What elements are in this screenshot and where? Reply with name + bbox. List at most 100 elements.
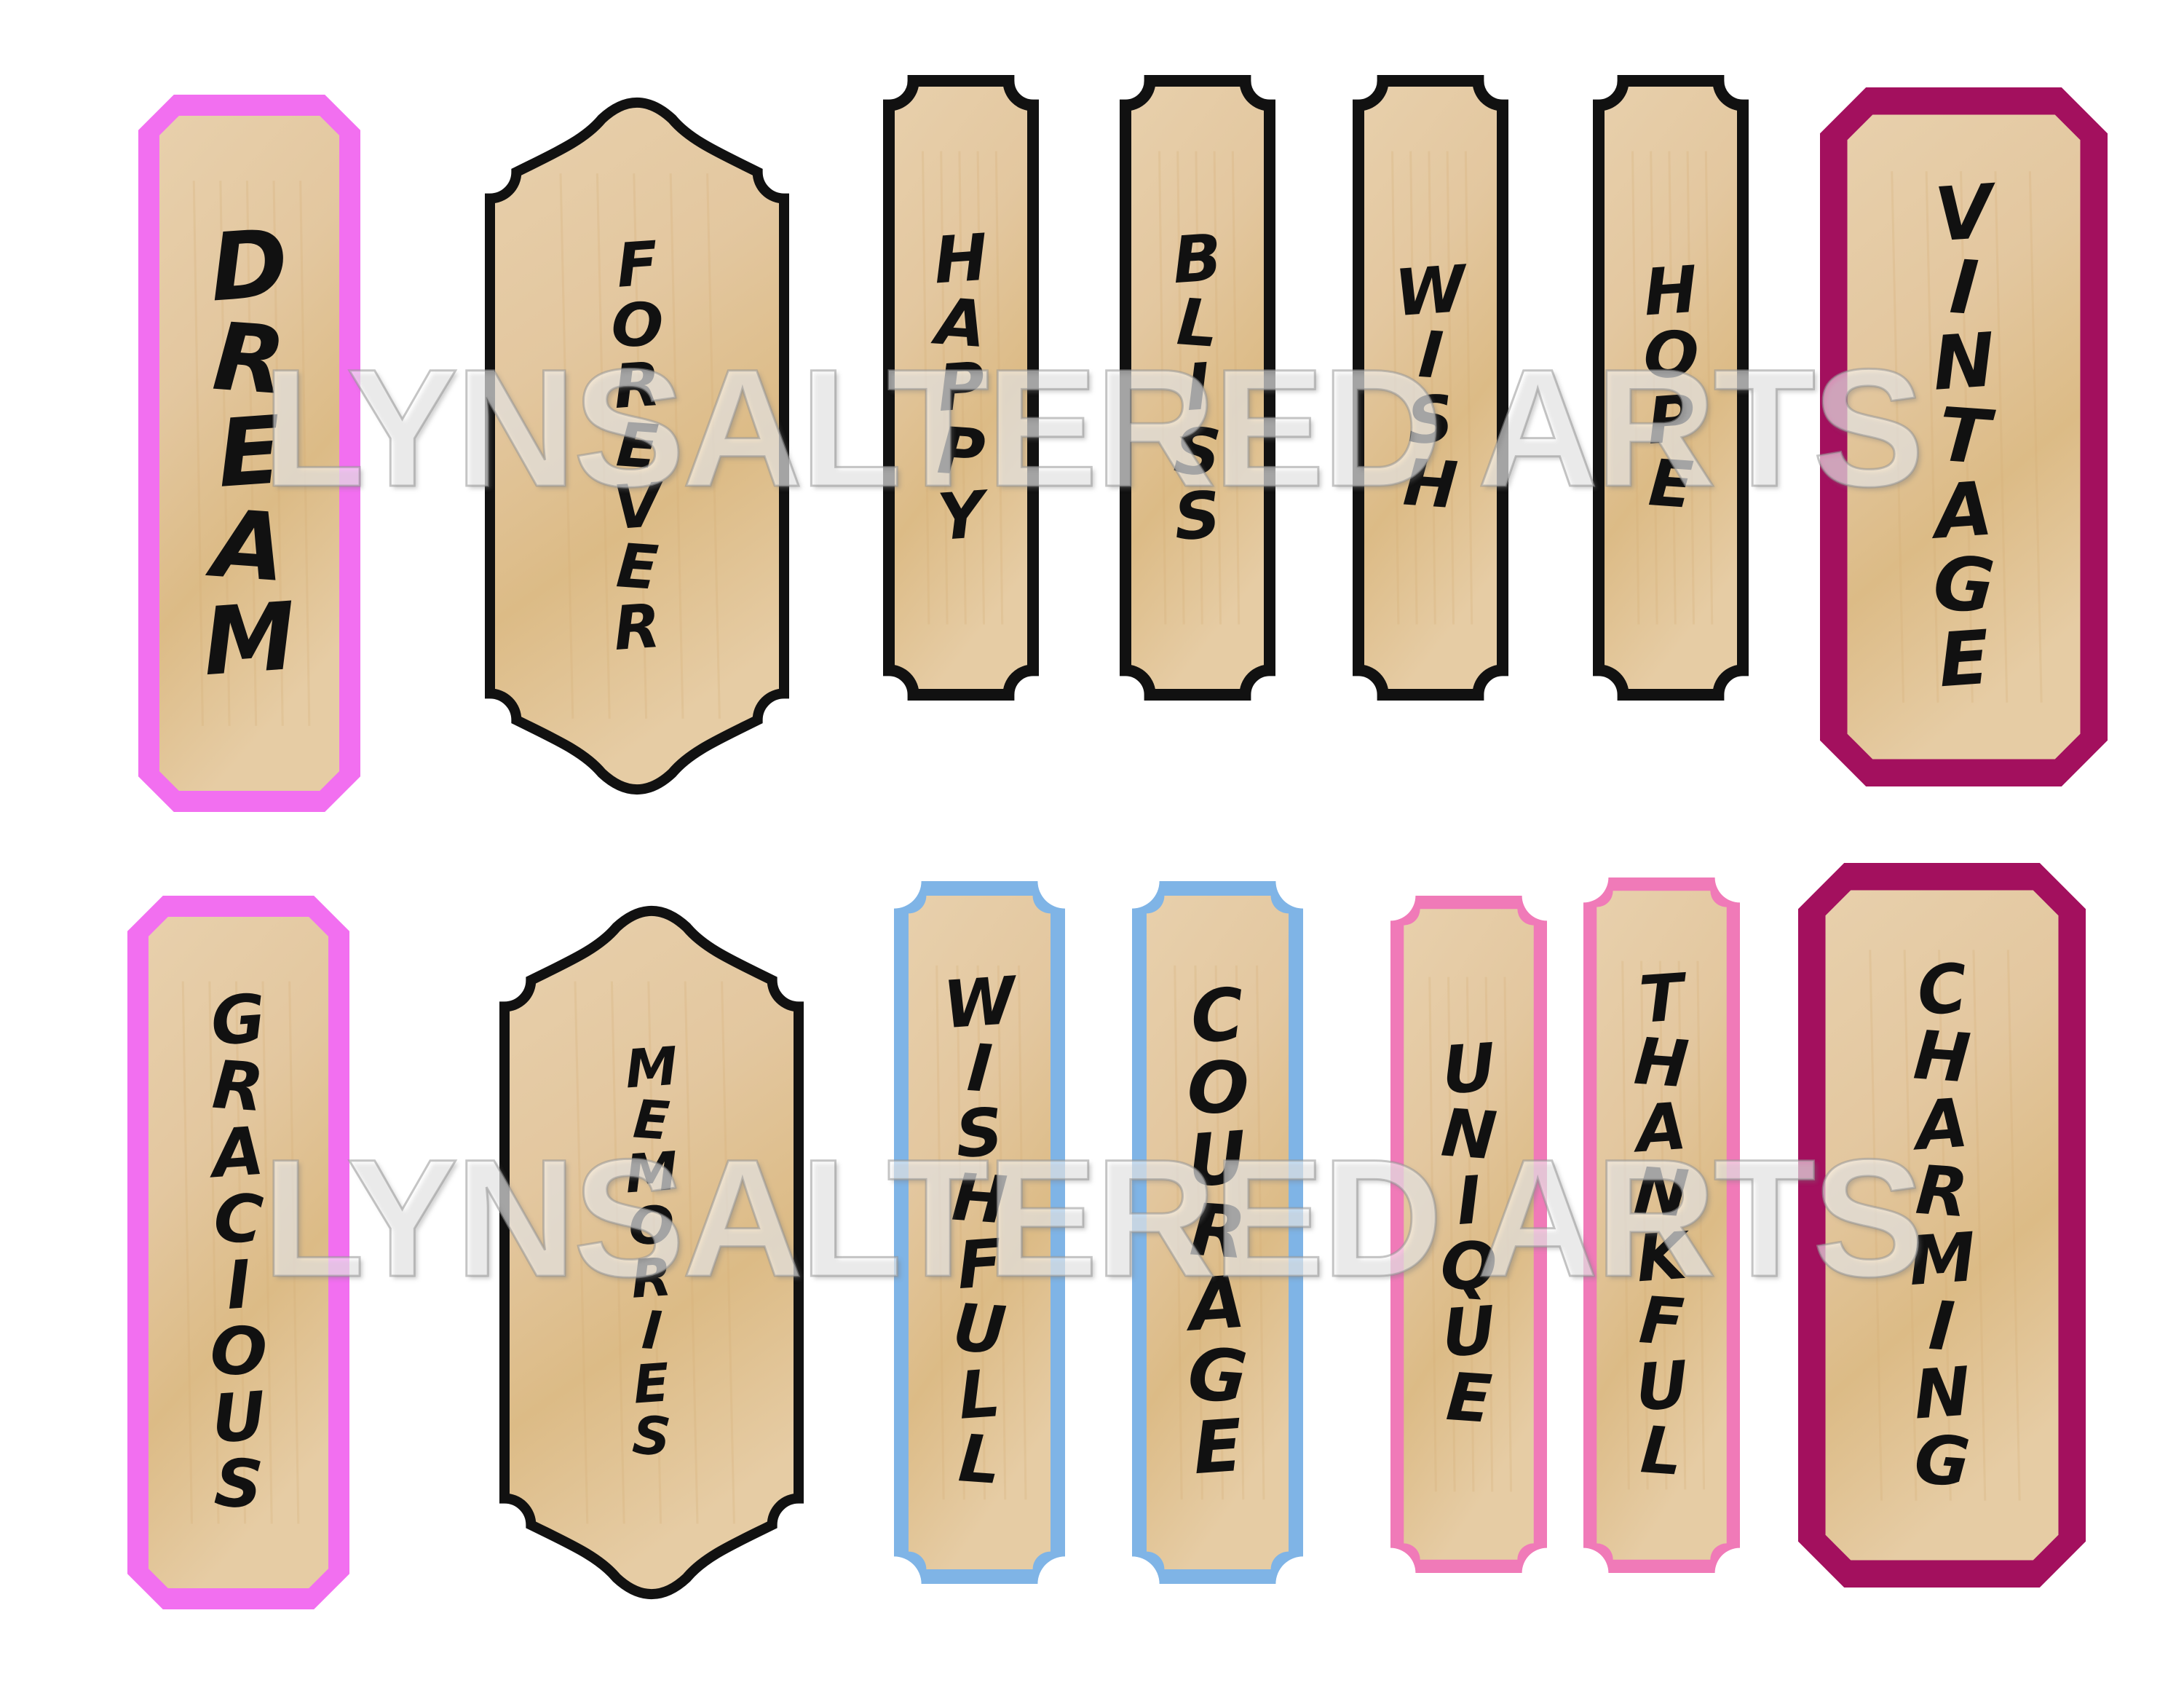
tag-letter: R — [1187, 1188, 1249, 1276]
tag-letter: T — [1935, 391, 1993, 482]
tag-letter: C — [211, 1179, 266, 1260]
tag-letter: U — [1439, 1292, 1498, 1373]
tag-letter: E — [1444, 1358, 1494, 1438]
tag-notched-icon — [1390, 896, 1547, 1573]
tag-letter: A — [1913, 1083, 1971, 1166]
tag-letter: U — [950, 1290, 1009, 1370]
tag-letter: E — [631, 1089, 672, 1153]
tag-letter: W — [1392, 251, 1469, 331]
tag-letter: S — [953, 1095, 1006, 1174]
tag-letter: U — [208, 1378, 269, 1459]
tag-letter: P — [1645, 380, 1697, 459]
tag-scalloped-icon — [485, 98, 789, 794]
tag-notched-icon — [1120, 75, 1275, 701]
tag-letter: I — [1182, 349, 1212, 426]
tag-letter: H — [1631, 1024, 1692, 1103]
tag-letter: A — [209, 489, 290, 603]
tag-letter: N — [1631, 1153, 1692, 1232]
tag-letter: A — [1931, 465, 1995, 556]
tag-letter: U — [1185, 1116, 1250, 1204]
tag-letter: E — [1190, 1404, 1246, 1491]
tag-letter: D — [207, 209, 292, 323]
tag-notched-icon — [883, 75, 1039, 701]
tag-letter: T — [1637, 959, 1687, 1038]
tag-letter: E — [1935, 614, 1993, 704]
tag-letter: I — [1926, 1285, 1958, 1366]
tag-letter: P — [935, 348, 987, 427]
tag-letter: H — [1911, 1015, 1973, 1098]
tag-letter: S — [1171, 476, 1224, 555]
tag-notched-icon — [1593, 75, 1749, 701]
tag-letter: O — [609, 288, 665, 363]
tag-letter: R — [210, 1046, 267, 1127]
tag-octagon-icon — [127, 896, 349, 1609]
tag-letter: O — [207, 1312, 269, 1392]
tag-letter: L — [956, 1421, 1003, 1500]
tag-letter: H — [949, 1159, 1010, 1239]
tag-letter: H — [1641, 251, 1701, 331]
tag-letter: I — [639, 1300, 664, 1363]
tag-letter: I — [965, 1030, 994, 1108]
tag-letter: I — [223, 1246, 254, 1325]
tag-letter: V — [611, 469, 663, 544]
tag-letter: F — [614, 227, 660, 301]
tag-letter: R — [210, 303, 289, 417]
tag-letter: R — [611, 591, 663, 665]
tag-letter: Y — [935, 476, 987, 555]
tag-octagon-icon — [1820, 87, 2108, 786]
tag-notched-icon — [894, 881, 1065, 1584]
tag-letter: B — [1170, 219, 1225, 299]
tag-letter: O — [627, 1194, 676, 1258]
tag-letter: S — [1404, 380, 1457, 459]
tag-letter: M — [623, 1140, 680, 1206]
tag-letter: E — [213, 396, 285, 510]
tag-letter: L — [1638, 1411, 1685, 1490]
tag-letter: S — [212, 1444, 265, 1525]
tag-letter: G — [1911, 1419, 1973, 1502]
tag-letter: U — [1632, 1346, 1690, 1426]
tag-letter: C — [1914, 948, 1970, 1031]
tag-octagon-icon — [138, 95, 360, 812]
tag-letter: R — [611, 348, 663, 422]
tag-octagon-icon — [1798, 863, 2086, 1588]
tag-letter: O — [1641, 315, 1701, 395]
tag-letter: I — [1947, 244, 1981, 333]
tag-letter: I — [1416, 317, 1446, 394]
tag-letter: E — [614, 530, 660, 604]
tag-letter: A — [1634, 1088, 1690, 1167]
tag-letter: F — [1637, 1282, 1687, 1361]
tag-letter: N — [1929, 317, 1998, 409]
tag-letter: K — [1634, 1218, 1690, 1296]
tag-letter: N — [1911, 1352, 1973, 1435]
tag-letter: A — [210, 1113, 267, 1194]
tag-letter: L — [956, 1355, 1003, 1435]
tag-letter: W — [941, 963, 1018, 1044]
tag-letter: A — [1187, 1260, 1249, 1348]
tag-letter: U — [1439, 1029, 1498, 1110]
tag-scalloped-icon — [499, 906, 804, 1599]
tag-letter: Q — [1438, 1226, 1500, 1307]
tag-letter: A — [933, 283, 989, 363]
tag-letter: F — [954, 1225, 1005, 1304]
tag-letter: M — [199, 582, 300, 697]
